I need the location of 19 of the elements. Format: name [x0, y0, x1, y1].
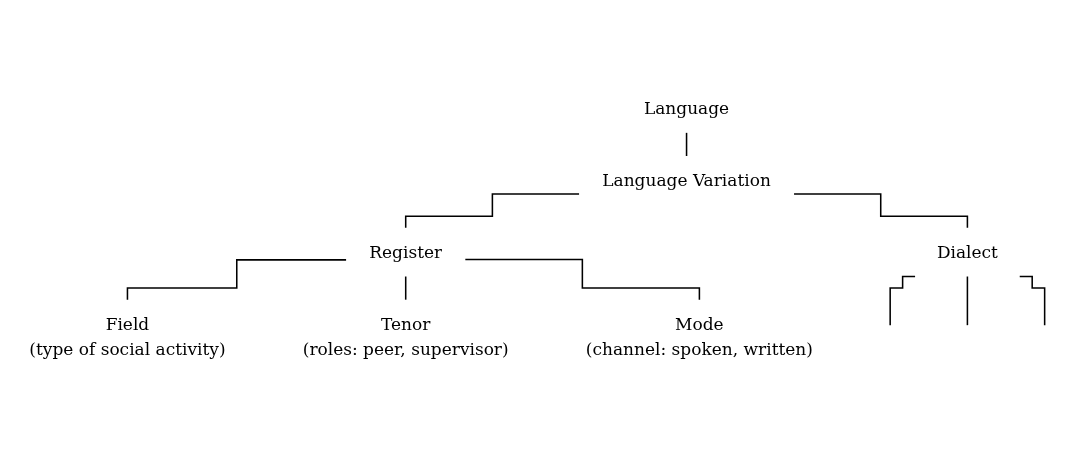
connector-line: [404, 193, 580, 230]
node-text: Language Variation: [602, 171, 771, 191]
node-text: Mode: [675, 314, 724, 335]
connector-line: [966, 276, 969, 327]
node-text: Language: [643, 99, 730, 119]
connector-line: [404, 276, 407, 301]
node-text: Register: [369, 243, 443, 263]
connector-line: [685, 132, 688, 158]
node-text: Field: [105, 314, 150, 335]
connector-line: [126, 259, 347, 301]
connector-line: [1018, 276, 1046, 327]
node-text: Tenor: [381, 314, 431, 335]
connector-line: [889, 276, 916, 327]
connector-line: [793, 193, 969, 230]
node-label: (channel: spoken, written): [585, 340, 813, 360]
node-text: Dialect: [936, 243, 998, 263]
node-label: (roles: peer, supervisor): [302, 340, 509, 360]
connector-line: [464, 259, 701, 301]
node-label: (type of social activity): [29, 340, 226, 360]
